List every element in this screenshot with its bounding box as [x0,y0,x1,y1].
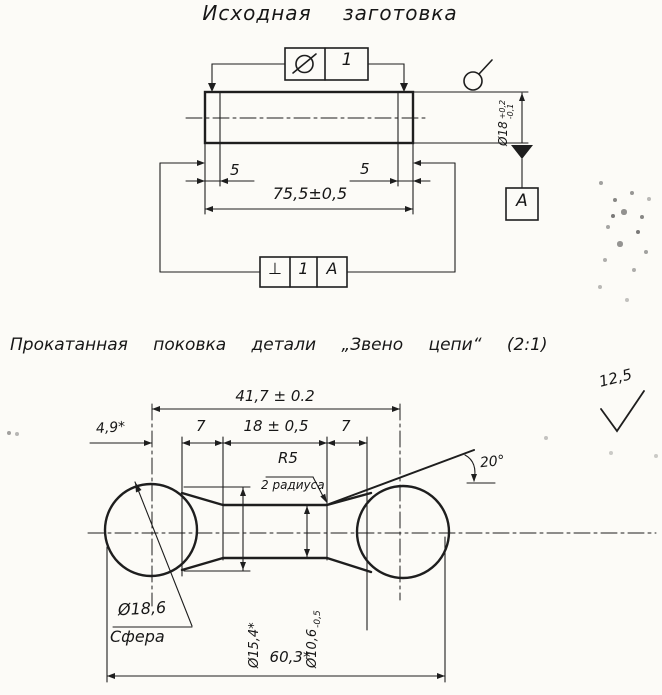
radius-note-text: 2 радиуса [261,478,325,492]
dimension-5-right [349,178,431,184]
sphere-label-text: Сфера [110,627,165,646]
dimension-5-left [185,178,255,184]
dimension-60-3 [106,673,446,679]
roughness-check-icon [600,390,645,433]
dim-7-right-text: 7 [341,417,351,435]
diameter-value: Ø18 [496,121,510,146]
dimension-dia-10-6 [304,505,310,558]
bar-diameter-lower-tolerance: -0,5 [313,610,323,628]
tolerance-frame-bottom-symbol: ⊥ [268,259,282,278]
diameter-lower-tolerance: -0,1 [506,103,515,120]
dim-75-5-text: 75,5±0,5 [272,184,348,203]
diameter-18-dimension-text: Ø18+0,2-0,1 [496,100,515,146]
right-sphere-circle [355,484,451,580]
dimension-7-right [326,440,368,446]
radius-r5-leader [265,476,327,503]
tolerance-frame-bottom-datum: A [326,259,338,278]
top-drawing-title: Исходная заготовка [202,1,458,25]
tolerance-frame-top-value: 1 [341,50,353,70]
dimension-dia-15-4 [183,486,251,572]
tolerance-frame-top [208,47,408,92]
bottom-drawing-title: Прокатанная поковка детали „Звено цепи“ … [10,335,548,355]
sphere-diameter-text: Ø18,6 [117,597,167,620]
extension-lines [106,436,446,683]
datum-a-label: A [516,191,528,211]
dim-41-7-text: 41,7 ± 0.2 [235,387,315,405]
tolerance-frame-bottom-value: 1 [298,259,309,278]
surface-finish-symbol-icon [463,59,493,91]
cylindricity-symbol-icon [292,53,317,74]
radius-r5-text: R5 [278,449,298,467]
angle-20-text: 20° [479,452,506,472]
perpendicularity-callout-bracket [159,160,456,288]
scan-noise-speckles [0,0,2,2]
workpiece-bar-outline [185,90,429,187]
dim-4-9-text: 4,9* [95,418,126,438]
dim-60-3-text: 60,3* [269,648,311,666]
dim-5-right-text: 5 [360,160,370,178]
datum-a-symbol [505,145,539,221]
dimension-75-5 [204,142,414,215]
dimension-7-left [181,440,224,446]
dim-5-left-text: 5 [230,161,240,179]
dim-18-text: 18 ± 0,5 [243,417,309,435]
datum-triangle [511,145,533,159]
sphere-leader-line [112,481,193,628]
angle-20-annotation [328,449,496,505]
left-sphere-circle [103,482,199,578]
dimension-4-9 [89,440,153,446]
dimension-18 [222,440,328,446]
dimension-41-7 [151,406,401,412]
diameter-dimension-18 [412,91,529,144]
chain-link-outline [103,482,451,580]
center-lines [87,403,657,607]
dim-7-left-text: 7 [196,417,206,435]
